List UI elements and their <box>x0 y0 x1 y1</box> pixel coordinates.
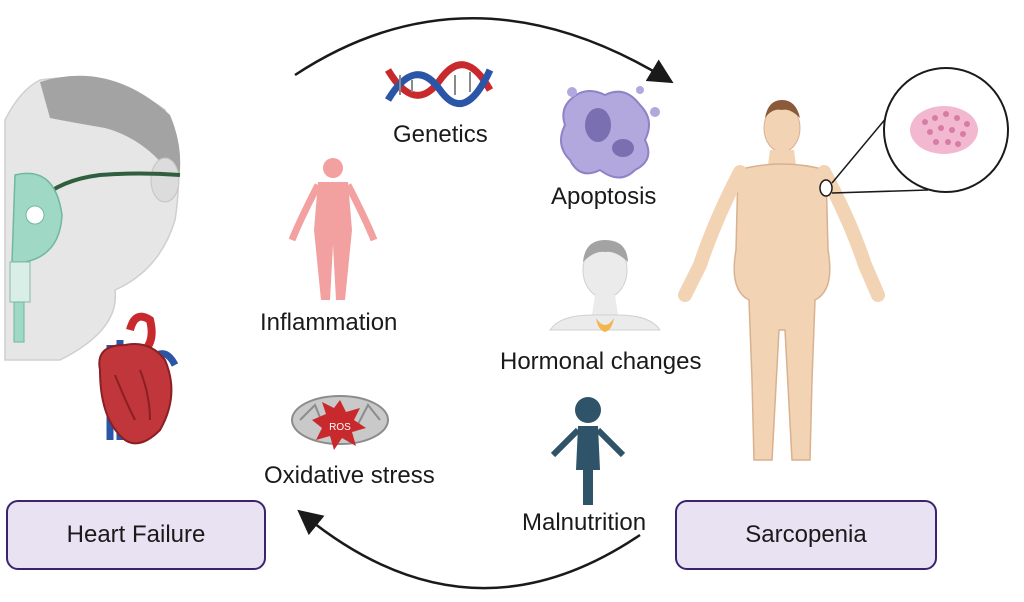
inflammation-label: Inflammation <box>260 309 398 336</box>
thyroid-head-icon <box>549 240 661 332</box>
heart-icon <box>98 312 179 445</box>
ros-label: ROS <box>329 422 351 433</box>
magnified-muscle-icon <box>831 67 1009 194</box>
heart-failure-box: Heart Failure <box>6 500 266 570</box>
dna-icon <box>384 61 494 108</box>
inflamed-body-icon <box>288 158 378 300</box>
apoptosis-cell-icon <box>560 86 660 179</box>
top-cycle-arrow <box>294 17 674 84</box>
oxidative-stress-label: Oxidative stress <box>264 462 435 489</box>
genetics-label: Genetics <box>393 121 488 148</box>
malnutrition-label: Malnutrition <box>522 509 647 536</box>
mitochondria-ros-icon: ROS <box>291 395 389 450</box>
apoptosis-label: Apoptosis <box>551 183 657 210</box>
malnutrition-figure-icon <box>550 397 626 505</box>
patient-with-oxygen-mask-icon <box>4 75 181 361</box>
sarcopenia-body-icon <box>678 100 885 461</box>
bottom-cycle-arrow <box>297 509 641 590</box>
hormonal-changes-label: Hormonal changes <box>500 348 702 375</box>
sarcopenia-box: Sarcopenia <box>675 500 937 570</box>
